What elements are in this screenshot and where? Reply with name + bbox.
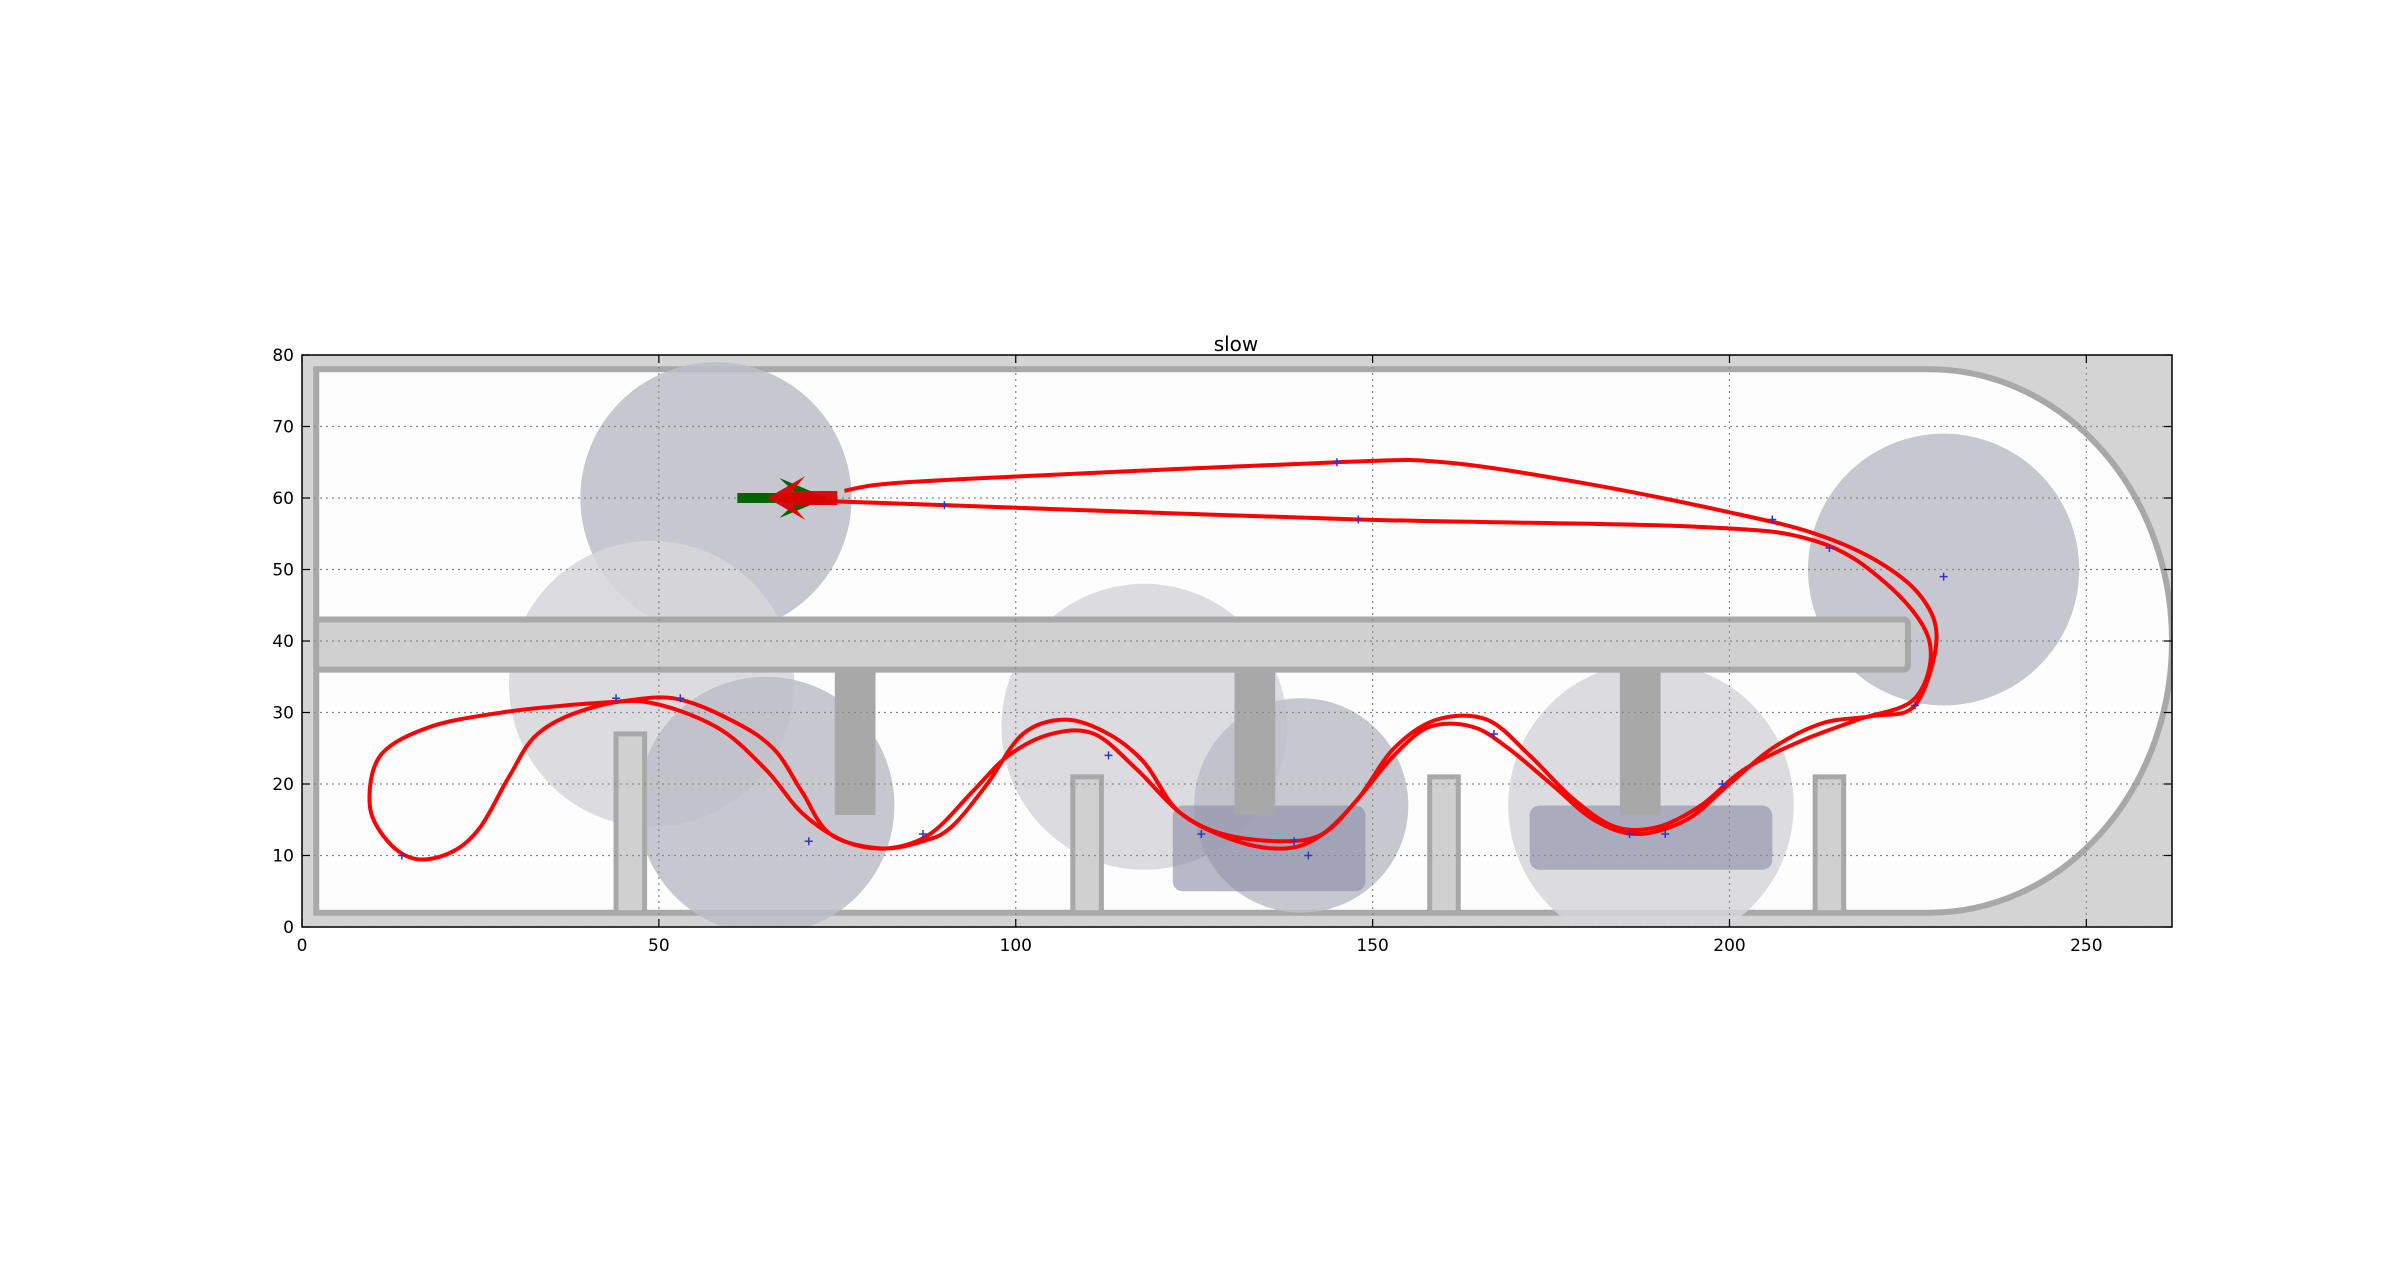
end-arrow [767,476,838,520]
chart-title: slow [1214,332,1259,356]
waypoint-marker [1332,458,1341,467]
y-tick-label: 70 [272,418,294,438]
waypoint-marker [676,694,685,703]
y-tick-label: 40 [272,632,294,652]
y-tick-label: 30 [272,704,294,724]
waypoint-marker [1489,729,1498,738]
y-tick-label: 80 [272,346,294,366]
waypoint-marker [1911,701,1920,710]
waypoint-marker [1825,544,1834,553]
y-tick-label: 20 [272,775,294,795]
waypoint-marker [1354,515,1363,524]
waypoint-marker [1304,851,1313,860]
x-tick-label: 50 [648,936,670,956]
x-tick-label: 0 [297,936,308,956]
waypoint-marker [1197,830,1206,839]
trajectory-line [367,457,1939,862]
waypoint-marker [1104,751,1113,760]
y-tick-label: 10 [272,847,294,867]
wall-stub [1619,667,1661,816]
x-tick-label: 200 [1713,936,1745,956]
waypoint-marker [940,501,949,510]
wall-stub [613,731,648,916]
wall-stub [834,667,876,816]
wall-band [313,616,1911,673]
wall-stub [1070,774,1104,916]
dense-region [1529,805,1773,870]
obstacle-disc [637,676,895,927]
wall-stub [1812,774,1847,916]
y-tick-label: 60 [272,489,294,509]
plot-content [302,355,2172,927]
waypoint-marker [1661,830,1670,839]
y-axis: 0 10 20 30 40 50 60 70 80 [272,346,2172,938]
y-tick-label: 0 [283,918,294,938]
waypoint-marker [1290,837,1299,846]
waypoint-marker [1625,830,1634,839]
plot-area [301,354,2173,928]
x-axis: 0 50 100 150 200 250 [297,355,2103,956]
x-tick-label: 150 [1356,936,1388,956]
waypoint-marker [804,837,813,846]
waypoint-marker [1718,780,1727,788]
x-tick-label: 250 [2070,936,2102,956]
y-tick-label: 50 [272,561,294,581]
waypoint-marker [397,851,406,860]
wall-stub [1234,667,1276,816]
waypoint-marker [1768,515,1777,524]
x-tick-label: 100 [1000,936,1032,956]
waypoint-marker [612,694,621,703]
waypoint-marker [1939,572,1948,581]
walls [313,616,1911,916]
wall-stub [1427,774,1461,916]
waypoint-marker [918,830,927,839]
